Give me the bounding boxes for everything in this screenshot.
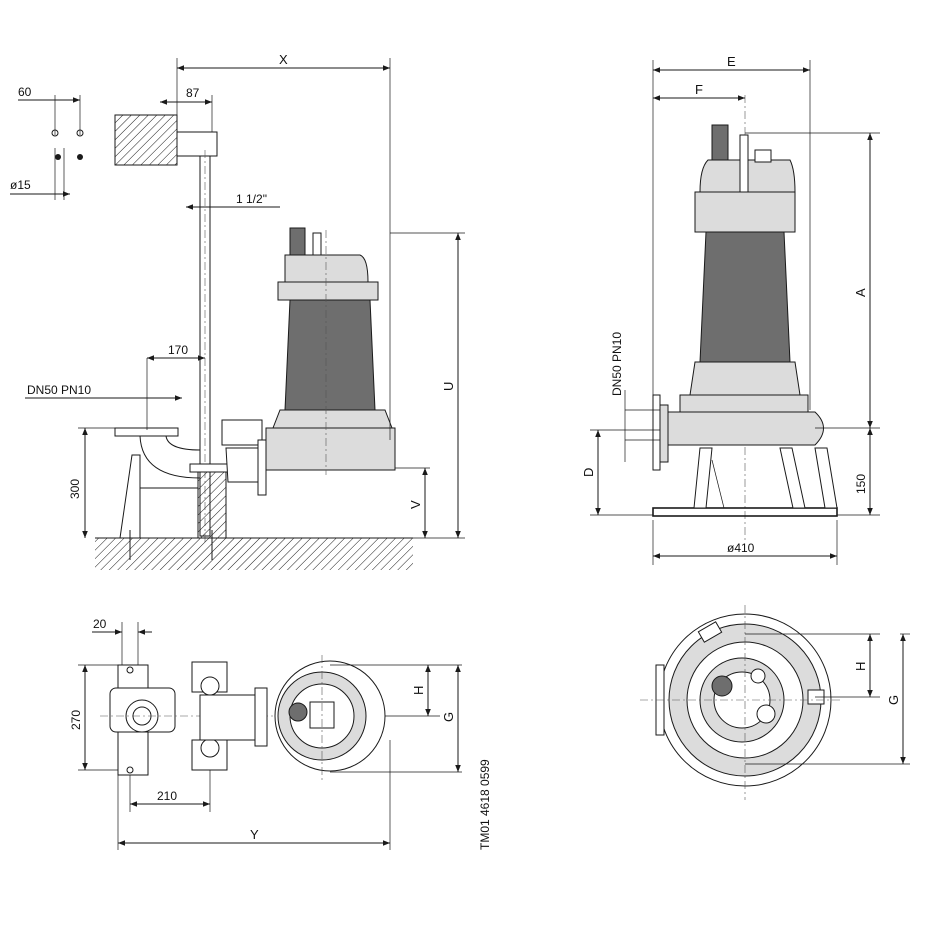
label-e: E xyxy=(727,54,736,69)
volute xyxy=(667,411,824,446)
label-v: V xyxy=(408,500,423,509)
plan-view xyxy=(78,622,462,850)
drawing-number: TM01 4618 0599 xyxy=(478,759,492,850)
label-f: F xyxy=(695,82,703,97)
label-x: X xyxy=(279,52,288,67)
motor-housing xyxy=(699,231,791,363)
label-60: 60 xyxy=(18,85,32,99)
floor-hatch xyxy=(95,538,413,570)
side-elevation-view xyxy=(10,58,465,570)
label-270: 270 xyxy=(69,710,83,730)
guide-bracket xyxy=(176,131,218,157)
label-h-top: H xyxy=(853,662,868,671)
label-300: 300 xyxy=(68,479,82,499)
label-d: D xyxy=(581,468,596,477)
label-a: A xyxy=(853,288,868,297)
label-150: 150 xyxy=(854,474,868,494)
label-g-top: G xyxy=(886,695,901,705)
label-87: 87 xyxy=(186,86,200,100)
dimension-labels: X 87 60 ø15 1 1/2" 170 DN50 PN10 300 U V… xyxy=(10,52,901,850)
base-plate xyxy=(652,507,838,517)
front-elevation-view xyxy=(590,60,880,565)
top-view xyxy=(640,605,910,800)
label-d15: ø15 xyxy=(10,178,31,192)
pump-side xyxy=(257,227,396,496)
label-y: Y xyxy=(250,827,259,842)
discharge-flange xyxy=(114,427,179,437)
label-dn-front: DN50 PN10 xyxy=(610,332,624,396)
label-20: 20 xyxy=(93,617,107,631)
label-dn-side: DN50 PN10 xyxy=(27,383,91,397)
label-g-plan: G xyxy=(441,712,456,722)
label-170: 170 xyxy=(168,343,188,357)
label-d410: ø410 xyxy=(727,541,755,555)
label-h-plan: H xyxy=(411,686,426,695)
label-210: 210 xyxy=(157,789,177,803)
label-u: U xyxy=(441,382,456,391)
label-pipe-size: 1 1/2" xyxy=(236,192,267,206)
cable-gland xyxy=(711,124,729,161)
duckfoot-bend xyxy=(139,487,199,539)
wall-block xyxy=(114,114,178,166)
